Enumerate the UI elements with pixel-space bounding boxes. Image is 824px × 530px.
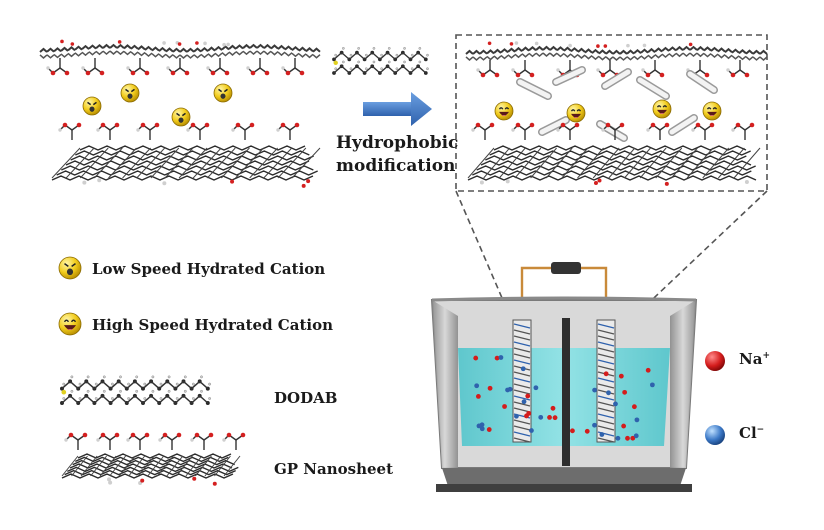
modification-arrow [363,92,432,126]
top-nanosheet [39,39,321,59]
na-ion [475,394,481,399]
electrode-left [512,319,532,443]
low-speed-cation [82,96,102,116]
na-ion [645,367,651,373]
low-speed-cation [213,83,233,103]
gp-legend-groups [64,432,246,450]
bottom-nanosheet [51,145,321,188]
na-ion [625,435,630,441]
high-speed-cation [702,101,722,121]
low-speed-cation-icon [58,256,82,280]
cl-ion [634,417,640,423]
na-ion [630,435,636,441]
low-speed-emoji [58,256,82,280]
high-speed-cation [566,103,586,123]
top-functional-groups-modified [476,60,750,78]
na-ion-label: Na+ [739,350,770,368]
na-ion [618,373,624,379]
na-ion [622,389,628,395]
gp-layers-unmodified [39,39,321,188]
na-ion [494,355,500,361]
na-ion [487,385,493,391]
gp-legend-sheet [61,453,241,486]
legend-gp-label: GP Nanosheet [274,460,394,478]
bottom-functional-groups-modified [471,122,755,140]
cl-ion [529,428,534,433]
na-ion [525,393,531,399]
na-ion-icon [705,351,725,371]
dodab-legend-chain [60,375,211,405]
na-ion [621,423,627,429]
low-speed-cation [171,107,191,127]
dodab-molecule-small [332,47,429,75]
na-ion [473,355,479,361]
cl-ion [606,390,611,396]
top-functional-groups [46,58,305,76]
cl-ion [615,435,621,441]
na-ion [486,427,492,432]
low-speed-cation [120,83,140,103]
na-ion [584,428,590,434]
cl-ion [514,413,519,419]
gp-layers-modified [465,41,768,186]
na-ion [547,415,552,420]
legend-high-speed-label: High Speed Hydrated Cation [92,316,333,334]
high-speed-cation-icon [58,312,82,336]
cl-ion [474,383,480,389]
cl-ion [479,426,485,432]
na-ion [552,415,558,421]
separator-plate [562,318,570,466]
cl-ion-label: Cl− [739,424,765,442]
zoom-box [455,34,768,192]
cl-ion [538,414,544,420]
cl-ion [599,432,605,437]
cl-ion [633,433,639,439]
high-speed-cation [652,99,672,119]
cl-ion-icon [705,425,725,445]
na-ion [603,371,609,377]
na-ion [502,404,507,409]
high-speed-emoji [58,312,82,336]
resistor [551,262,581,274]
cl-ion [592,422,597,428]
legend-low-speed-label: Low Speed Hydrated Cation [92,260,326,278]
electrolytic-cell [430,262,698,492]
legend-dodab-label: DODAB [274,389,338,407]
gp-nanosheet-icon [61,432,246,486]
arrow-label-line1: Hydrophobic [336,133,459,153]
cl-ion [533,385,539,391]
arrow-label-line2: modification [336,156,456,176]
cl-ion [520,366,526,372]
top-nanosheet-modified [465,41,768,61]
electrode-right [596,319,616,443]
na-ion [570,428,575,434]
dodab-chain [332,47,429,75]
na-ion [631,404,637,410]
bottom-nanosheet-modified [467,145,761,186]
cl-ion [521,399,527,405]
bottom-functional-groups [58,122,300,140]
dodab-molecule-icon [60,375,211,405]
na-ion [550,405,556,411]
cl-ion [476,423,482,429]
cl-ion [507,386,513,392]
cl-ion [613,401,618,407]
cl-ion [498,355,504,360]
high-speed-cation [494,101,514,121]
cl-ion [649,382,655,388]
na-ion [526,410,532,416]
cl-ion [592,387,598,393]
